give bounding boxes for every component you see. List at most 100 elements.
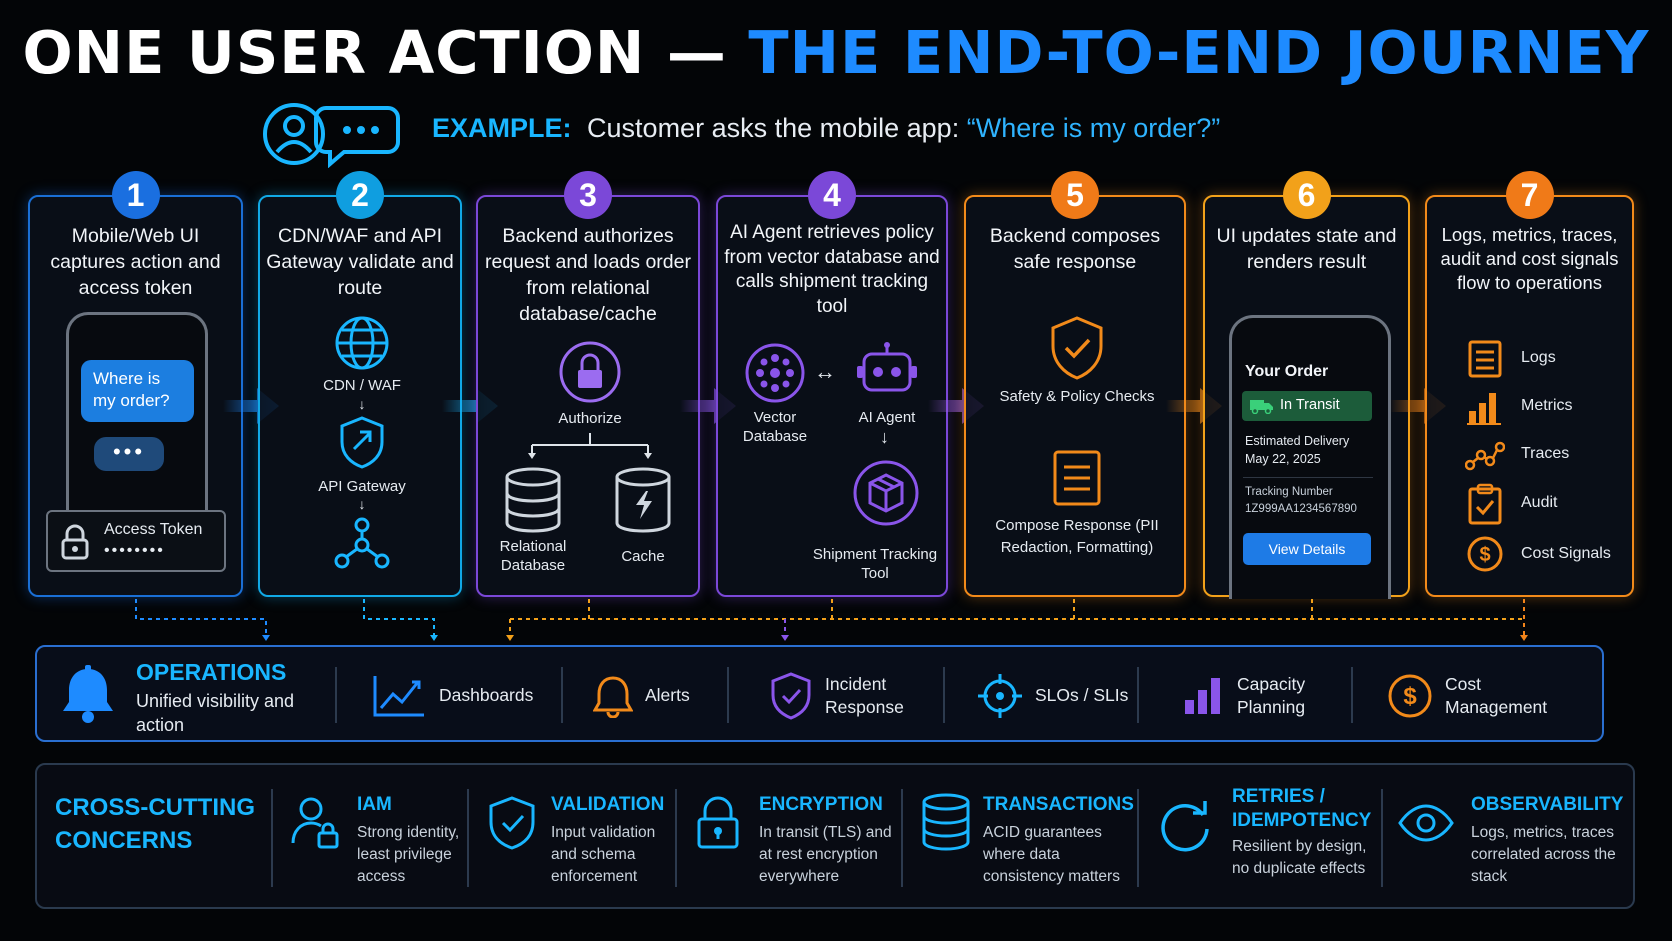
order-title: Your Order bbox=[1245, 363, 1329, 380]
signal-traces: Traces bbox=[1521, 445, 1570, 462]
operations-heading: OPERATIONS bbox=[136, 659, 287, 685]
signal-cost: Cost Signals bbox=[1521, 545, 1611, 562]
dashboard-chart-icon bbox=[373, 675, 424, 716]
cc-desc-iam: Strong identity, least privilege access bbox=[357, 824, 460, 885]
agent-label: AI Agent bbox=[858, 409, 916, 426]
target-icon bbox=[978, 673, 1022, 718]
encryption-lock-icon bbox=[697, 796, 739, 849]
authorize-label: Authorize bbox=[558, 410, 622, 427]
step-title-3: Backend authorizes request and loads ord… bbox=[485, 225, 691, 325]
delivery-label: Estimated Delivery bbox=[1245, 434, 1350, 448]
step-badge-3: 3 bbox=[564, 171, 612, 219]
network-nodes-icon bbox=[334, 517, 390, 569]
user-chat-icon bbox=[263, 103, 400, 168]
step-title-1: Mobile/Web UI captures action and access… bbox=[50, 225, 221, 299]
cache-icon bbox=[615, 467, 671, 533]
cc-title-retries: RETRIES / IDEMPOTENCY bbox=[1232, 786, 1372, 831]
split-arrow-icon bbox=[528, 433, 652, 459]
cost-dollar-icon: $ bbox=[1467, 536, 1503, 572]
page-title: ONE USER ACTION — THE END-TO-END JOURNEY bbox=[0, 18, 1672, 87]
divider bbox=[1243, 477, 1373, 478]
crosscutting-panel: CROSS-CUTTING CONCERNS IAM Strong identi… bbox=[35, 763, 1635, 909]
step-badge-6: 6 bbox=[1282, 171, 1331, 219]
cc-desc-transactions: ACID guarantees where data consistency m… bbox=[983, 824, 1120, 885]
view-details-button[interactable]: View Details bbox=[1243, 533, 1371, 565]
ops-label: SLOs / SLIs bbox=[1035, 685, 1129, 705]
incident-shield-icon bbox=[771, 671, 811, 720]
audit-clipboard-icon bbox=[1468, 483, 1502, 525]
step-badge-2: 2 bbox=[336, 171, 384, 219]
authorize-lock-icon bbox=[559, 341, 621, 403]
cc-title-transactions: TRANSACTIONS bbox=[983, 794, 1134, 815]
vector-database-icon bbox=[745, 343, 805, 403]
database-icon bbox=[505, 467, 561, 533]
traces-icon bbox=[1465, 441, 1505, 471]
bidirectional-arrow-icon: ↔ bbox=[814, 359, 836, 384]
signal-connectors bbox=[135, 599, 1528, 641]
tool-label: Shipment Tracking Tool bbox=[812, 546, 938, 582]
ops-item-slos[interactable]: SLOs / SLIs bbox=[977, 647, 1128, 744]
ops-item-cost[interactable]: $ Cost Management bbox=[1387, 647, 1555, 744]
globe-icon bbox=[335, 316, 389, 370]
lock-icon bbox=[61, 524, 89, 560]
chat-bubble: Where is my order? bbox=[81, 360, 194, 422]
robot-icon bbox=[857, 342, 917, 392]
cdn-label: CDN / WAF bbox=[323, 377, 401, 394]
step-card-5: 5 Backend composes safe response Safety … bbox=[964, 171, 1186, 597]
shield-icon bbox=[340, 416, 384, 469]
step-badge-7: 7 bbox=[1505, 171, 1554, 219]
cc-desc-retries: Resilient by design, no duplicate effect… bbox=[1232, 838, 1367, 877]
step-card-2: 2 CDN/WAF and API Gateway validate and r… bbox=[258, 171, 462, 597]
ops-label: Incident Response bbox=[825, 673, 904, 717]
ops-item-dashboards[interactable]: Dashboards bbox=[372, 647, 533, 744]
bell-icon bbox=[63, 665, 113, 723]
signal-metrics: Metrics bbox=[1521, 397, 1573, 414]
cc-title-observability: OBSERVABILITY bbox=[1471, 794, 1624, 815]
svg-text:$: $ bbox=[1403, 683, 1417, 710]
example-quote: “Where is my order?” bbox=[966, 113, 1221, 143]
signal-audit: Audit bbox=[1521, 494, 1558, 511]
step-title-6: UI updates state and renders result bbox=[1216, 225, 1397, 273]
package-tool-icon bbox=[853, 460, 919, 526]
signal-logs: Logs bbox=[1521, 349, 1556, 366]
crosscutting-heading: CROSS-CUTTING CONCERNS bbox=[55, 794, 255, 854]
operations-bar: OPERATIONS Unified visibility and action… bbox=[35, 645, 1604, 742]
cc-desc-validation: Input validation and schema enforcement bbox=[551, 824, 656, 885]
cost-dollar-icon: $ bbox=[1388, 674, 1432, 717]
step-title-2: CDN/WAF and API Gateway validate and rou… bbox=[266, 225, 454, 299]
step-card-7: 7 Logs, metrics, traces, audit and cost … bbox=[1425, 171, 1634, 597]
arrow-down-icon: ↓ bbox=[358, 496, 366, 512]
step-title-4: AI Agent retrieves policy from vector da… bbox=[724, 222, 940, 317]
step-title-5: Backend composes safe response bbox=[989, 225, 1161, 273]
ops-label: Cost Management bbox=[1445, 673, 1548, 717]
capacity-bars-icon bbox=[1185, 677, 1220, 714]
ops-label: Capacity Planning bbox=[1237, 673, 1306, 717]
ops-item-capacity[interactable]: Capacity Planning bbox=[1183, 647, 1317, 744]
tracking-number: 1Z999AA1234567890 bbox=[1245, 503, 1357, 515]
cc-title-iam: IAM bbox=[357, 794, 392, 815]
tracking-label: Tracking Number bbox=[1245, 486, 1333, 498]
example-text: Customer asks the mobile app: bbox=[587, 113, 960, 143]
step-card-1: 1 Mobile/Web UI captures action and acce… bbox=[28, 171, 243, 597]
document-icon bbox=[1053, 450, 1101, 506]
truck-icon bbox=[1250, 400, 1273, 414]
arrow-down-icon: ↓ bbox=[358, 396, 366, 412]
cc-title-encryption: ENCRYPTION bbox=[759, 794, 883, 815]
ops-label: Dashboards bbox=[439, 685, 534, 705]
relational-label: Relational Database bbox=[499, 538, 567, 574]
retry-arrow-icon bbox=[1161, 801, 1209, 852]
iam-user-lock-icon bbox=[291, 797, 339, 849]
step-card-4: 4 AI Agent retrieves policy from vector … bbox=[716, 171, 948, 597]
cc-desc-observability: Logs, metrics, traces correlated across … bbox=[1471, 824, 1616, 885]
ops-item-incident[interactable]: Incident Response bbox=[769, 647, 915, 744]
metrics-bar-chart-icon bbox=[1467, 393, 1501, 425]
step-badge-5: 5 bbox=[1051, 171, 1099, 219]
operations-sub: Unified visibility and action bbox=[136, 691, 295, 735]
step-title-7: Logs, metrics, traces, audit and cost si… bbox=[1440, 224, 1619, 293]
ops-item-alerts[interactable]: Alerts bbox=[593, 647, 690, 744]
transactions-database-icon bbox=[922, 793, 970, 851]
token-value: •••••••• bbox=[104, 542, 165, 559]
alert-bell-icon bbox=[593, 675, 633, 718]
step-card-6: 6 UI updates state and renders result Yo… bbox=[1203, 171, 1410, 599]
cache-label: Cache bbox=[621, 548, 665, 565]
